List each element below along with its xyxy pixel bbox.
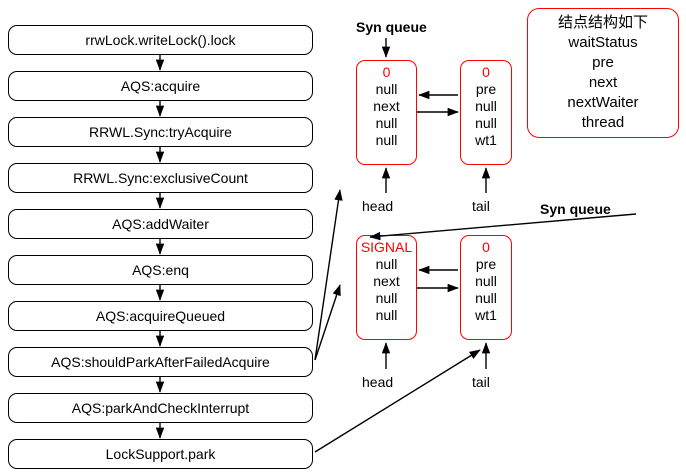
legend-title: 结点结构如下	[557, 14, 648, 31]
node-thread: null	[375, 132, 398, 148]
flow-step-2[interactable]: RRWL.Sync:tryAcquire	[8, 117, 313, 147]
node-nextwaiter: null	[475, 290, 497, 306]
node-pre: pre	[475, 81, 497, 97]
flow-step-label: AQS:parkAndCheckInterrupt	[71, 400, 250, 416]
node-next: next	[373, 273, 400, 289]
node-waitstatus: SIGNAL	[360, 239, 413, 255]
queue-0-tail-node[interactable]: 0 pre null null wt1	[460, 60, 512, 165]
queue-1-head-label: head	[362, 374, 394, 390]
queue-0-head-label: head	[362, 198, 394, 214]
node-nextwaiter: null	[375, 115, 398, 131]
node-structure-legend: 结点结构如下 waitStatus pre next nextWaiter th…	[527, 8, 679, 138]
queue-1-title: Syn queue	[540, 201, 611, 217]
queue-0-title: Syn queue	[356, 19, 427, 35]
flow-step-label: RRWL.Sync:exclusiveCount	[73, 170, 248, 186]
node-nextwaiter: null	[475, 115, 497, 131]
park-to-queue1-tail-arrow	[314, 349, 481, 453]
flow-step-label: AQS:acquireQueued	[95, 308, 226, 324]
queue-1-tail-node[interactable]: 0 pre null null wt1	[460, 235, 512, 340]
node-next: null	[475, 98, 497, 114]
flow-step-6[interactable]: AQS:acquireQueued	[8, 301, 313, 331]
node-pre: null	[375, 256, 398, 272]
node-pre: pre	[475, 256, 497, 272]
queue-1-head-node[interactable]: SIGNAL null next null null	[356, 235, 417, 340]
node-waitstatus: 0	[382, 64, 391, 80]
legend-field-next: next	[588, 74, 618, 91]
flow-step-9[interactable]: LockSupport.park	[8, 439, 313, 469]
queue-0-tail-label: tail	[472, 198, 490, 214]
legend-field-nextwaiter: nextWaiter	[567, 94, 639, 111]
node-waitstatus: 0	[482, 239, 490, 255]
flow-step-label: AQS:addWaiter	[112, 216, 209, 232]
queue-0-head-node[interactable]: 0 null next null null	[356, 60, 417, 165]
flow-step-7[interactable]: AQS:shouldParkAfterFailedAcquire	[8, 347, 313, 377]
node-nextwaiter: null	[375, 290, 398, 306]
flow-step-label: RRWL.Sync:tryAcquire	[89, 124, 232, 140]
legend-field-waitstatus: waitStatus	[568, 34, 638, 51]
enq-to-queue0-arrow	[314, 189, 343, 361]
queue-1-title-arrow	[369, 213, 637, 241]
flow-step-label: rrwLock.writeLock().lock	[85, 32, 236, 48]
node-pre: null	[375, 81, 398, 97]
flow-step-3[interactable]: RRWL.Sync:exclusiveCount	[8, 163, 313, 193]
shouldpark-to-queue1-arrow	[314, 284, 341, 361]
flow-step-8[interactable]: AQS:parkAndCheckInterrupt	[8, 393, 313, 423]
node-waitstatus: 0	[482, 64, 490, 80]
node-thread: wt1	[475, 307, 497, 323]
flow-step-0[interactable]: rrwLock.writeLock().lock	[8, 25, 313, 55]
node-thread: wt1	[475, 132, 497, 148]
flow-step-label: AQS:enq	[132, 262, 189, 278]
flow-step-label: AQS:shouldParkAfterFailedAcquire	[51, 354, 270, 370]
flow-step-5[interactable]: AQS:enq	[8, 255, 313, 285]
flow-step-4[interactable]: AQS:addWaiter	[8, 209, 313, 239]
flow-step-label: LockSupport.park	[105, 446, 216, 462]
legend-field-thread: thread	[581, 114, 625, 131]
node-thread: null	[375, 307, 398, 323]
queue-1-tail-label: tail	[472, 374, 490, 390]
node-next: next	[373, 98, 400, 114]
flow-step-1[interactable]: AQS:acquire	[8, 71, 313, 101]
legend-field-pre: pre	[592, 54, 614, 71]
node-next: null	[475, 273, 497, 289]
flow-step-label: AQS:acquire	[120, 78, 201, 94]
